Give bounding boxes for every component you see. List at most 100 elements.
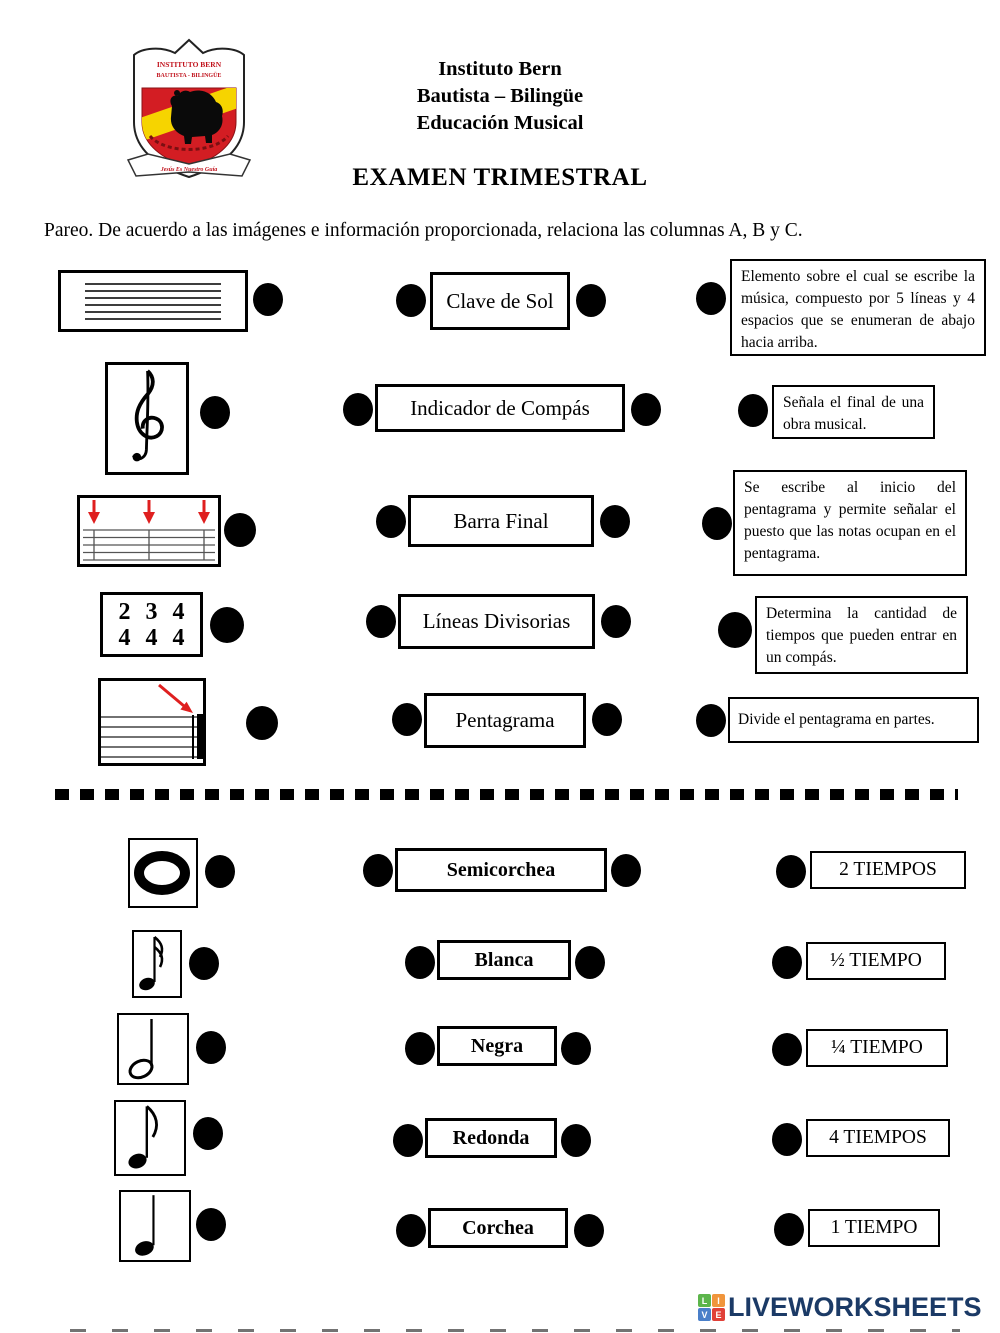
image-half-note [117,1013,189,1085]
match-dot-c4[interactable] [718,612,752,648]
sixteenth-note-icon [139,935,164,991]
exam-title: EXAMEN TRIMESTRAL [352,164,648,191]
timesig-den2: 4 [145,624,158,651]
duration-box-4: 4 TIEMPOS [806,1119,950,1157]
term-box-3: Barra Final [408,495,594,547]
match-dot-v3[interactable] [772,1033,802,1066]
duration-2: ½ TIEMPO [830,950,922,971]
match-dot-a3[interactable] [224,513,256,547]
definition-box-3: Se escribe al inicio del pentagrama y pe… [733,470,967,576]
time-signatures-icon: 2 3 4 4 4 4 [103,595,200,654]
logo-square-l: L [698,1294,711,1307]
definition-text-3: Se escribe al inicio del pentagrama y pe… [744,479,956,562]
definition-box-5: Divide el pentagrama en partes. [728,697,979,743]
match-dot-a4[interactable] [210,607,244,643]
match-dot-v1[interactable] [776,855,806,888]
term-box-2: Indicador de Compás [375,384,625,432]
match-dot-m3-right[interactable] [561,1032,591,1065]
image-quarter-note [119,1190,191,1262]
match-dot-v4[interactable] [772,1123,802,1156]
crest-text-line2: BAUTISTA - BILINGÜE [157,72,222,79]
crest-ribbon-text: Jesús Es Nuestro Guía [160,167,218,173]
instructions-text: Pareo. De acuerdo a las imágenes e infor… [44,220,803,241]
note-name-box-2: Blanca [437,940,571,980]
match-dot-a5[interactable] [246,706,278,740]
image-sixteenth-note [132,930,182,998]
bear-icon [170,90,223,144]
timesig-den3: 4 [172,624,185,651]
definition-text-5: Divide el pentagrama en partes. [738,711,935,728]
definition-text-2: Señala el final de una obra musical. [783,394,924,433]
match-dot-b5-left[interactable] [392,703,422,736]
liveworksheets-logo-icon: L I V E [698,1294,725,1321]
match-dot-m2-right[interactable] [575,946,605,979]
bar-lines-arrows-icon [83,500,215,561]
duration-4: 4 TIEMPOS [829,1127,927,1148]
school-crest: INSTITUTO BERN BAUTISTA - BILINGÜE Jesús… [120,36,258,186]
image-eighth-note [114,1100,186,1176]
match-dot-b4-right[interactable] [601,605,631,638]
match-dot-m1-right[interactable] [611,854,641,887]
match-dot-v5[interactable] [774,1213,804,1246]
match-dot-m4-right[interactable] [561,1124,591,1157]
logo-square-v: V [698,1308,711,1321]
definition-box-2: Señala el final de una obra musical. [772,385,935,439]
match-dot-c2[interactable] [738,394,768,427]
term-label-4: Líneas Divisorias [422,609,571,633]
match-dot-b2-right[interactable] [631,393,661,426]
match-dot-n2[interactable] [189,947,219,980]
match-dot-c1[interactable] [696,282,726,315]
duration-5: 1 TIEMPO [830,1217,918,1238]
match-dot-b3-left[interactable] [376,505,406,538]
duration-box-3: ¼ TIEMPO [806,1029,948,1067]
match-dot-m4-left[interactable] [393,1124,423,1157]
crest-text-line1: INSTITUTO BERN [157,60,222,69]
match-dot-n5[interactable] [196,1208,226,1241]
note-name-2: Blanca [474,948,534,971]
match-dot-m5-right[interactable] [574,1214,604,1247]
image-time-signatures: 2 3 4 4 4 4 [100,592,203,657]
term-label-3: Barra Final [453,508,549,533]
section-divider [55,789,958,800]
match-dot-n4[interactable] [193,1117,223,1150]
match-dot-b2-left[interactable] [343,393,373,426]
match-dot-n1[interactable] [205,855,235,888]
definition-box-4: Determina la cantidad de tiempos que pue… [755,596,968,674]
match-dot-b5-right[interactable] [592,703,622,736]
match-dot-m2-left[interactable] [405,946,435,979]
duration-box-1: 2 TIEMPOS [810,851,966,889]
match-dot-b1-left[interactable] [396,284,426,317]
match-dot-c5[interactable] [696,704,726,737]
match-dot-m3-left[interactable] [405,1032,435,1065]
school-name-block: Instituto Bern Bautista – Bilingüe Educa… [300,56,700,137]
note-name-box-5: Corchea [428,1208,568,1248]
note-name-5: Corchea [462,1216,534,1239]
duration-box-5: 1 TIEMPO [808,1209,940,1247]
image-whole-note [128,838,198,908]
timesig-3: 3 [145,598,158,625]
match-dot-m1-left[interactable] [363,854,393,887]
note-name-box-3: Negra [437,1026,557,1066]
match-dot-b1-right[interactable] [576,284,606,317]
match-dot-a1[interactable] [253,283,283,316]
match-dot-m5-left[interactable] [396,1214,426,1247]
duration-3: ¼ TIEMPO [831,1037,923,1058]
match-dot-a2[interactable] [200,396,230,429]
duration-1: 2 TIEMPOS [839,859,937,880]
match-dot-n3[interactable] [196,1031,226,1064]
eighth-note-icon [128,1105,158,1169]
match-dot-c3[interactable] [702,507,732,540]
term-box-4: Líneas Divisorias [398,594,595,649]
half-note-icon [128,1019,154,1080]
term-label-5: Pentagrama [455,708,555,732]
definition-text-1: Elemento sobre el cual se escribe la mús… [741,268,975,351]
match-dot-v2[interactable] [772,946,802,979]
note-name-3: Negra [470,1034,524,1057]
match-dot-b3-right[interactable] [600,505,630,538]
note-name-4: Redonda [452,1126,530,1149]
whole-note-icon [134,851,190,895]
term-box-5: Pentagrama [424,693,586,748]
match-dot-b4-left[interactable] [366,605,396,638]
note-name-box-4: Redonda [425,1118,557,1158]
crest-shield-icon: INSTITUTO BERN BAUTISTA - BILINGÜE Jesús… [126,38,252,179]
